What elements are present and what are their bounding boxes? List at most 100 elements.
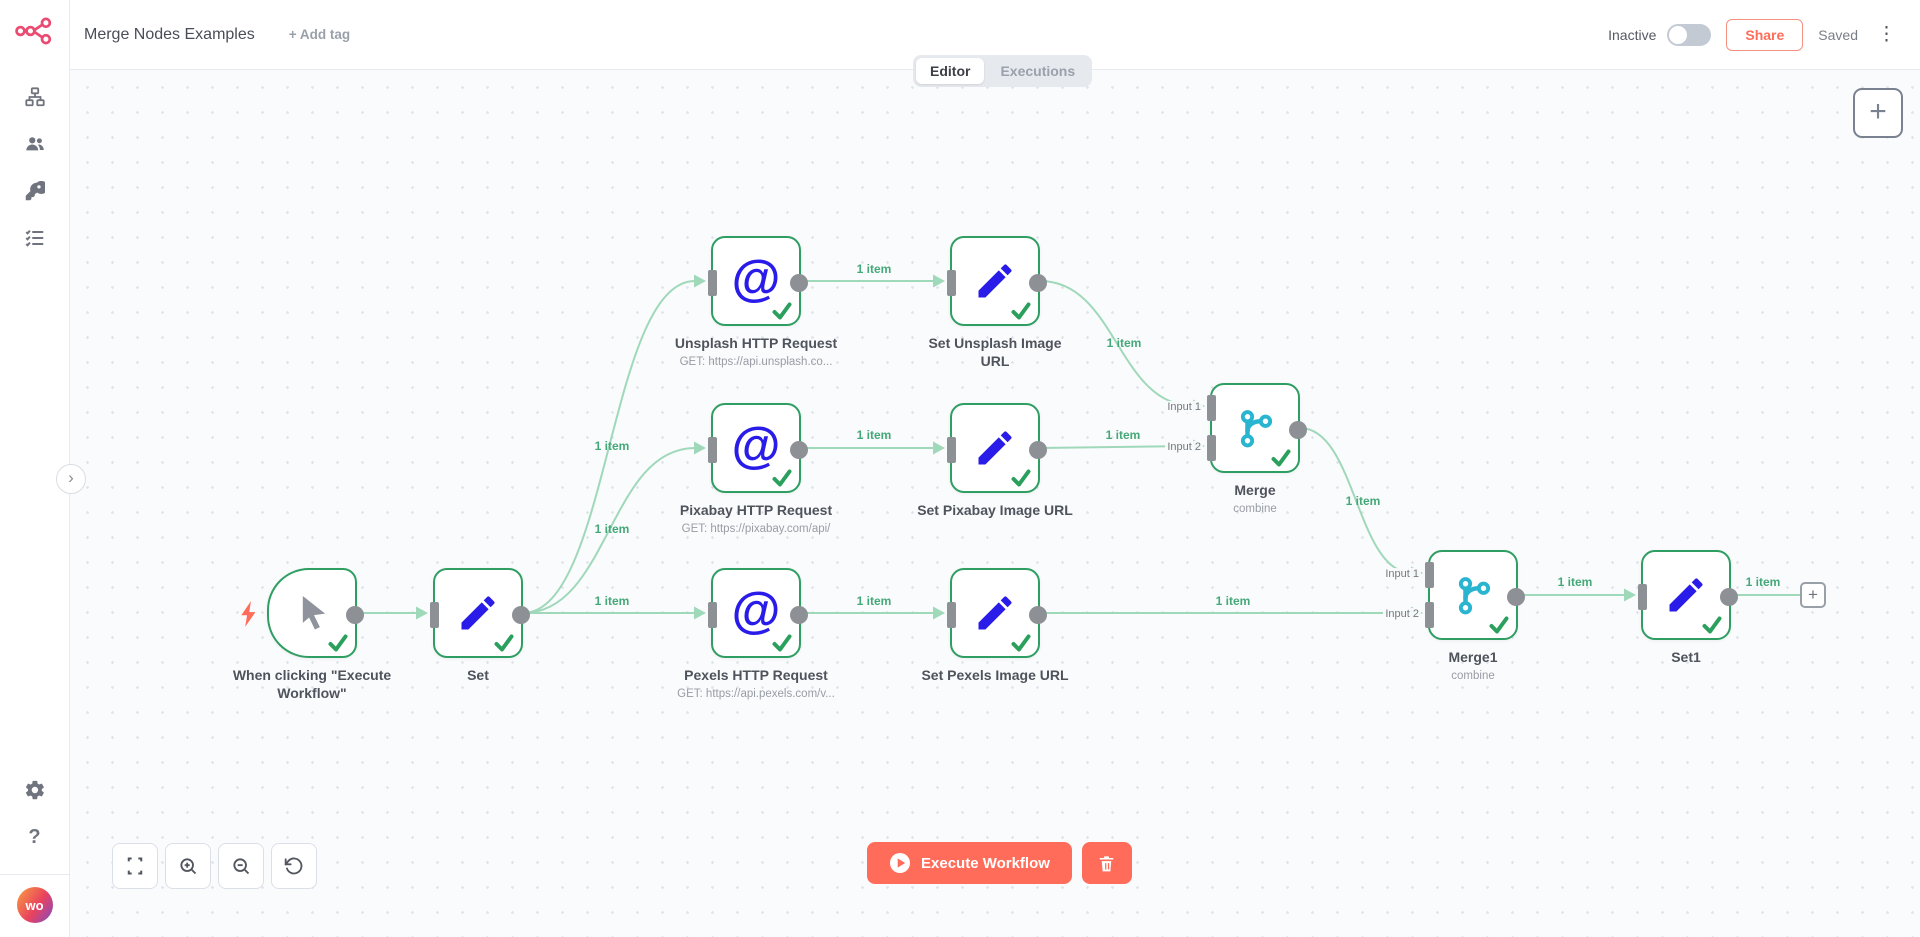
node-subtitle: GET: https://api.unsplash.co... [679, 355, 833, 368]
node-label-set: Set [467, 667, 489, 683]
canvas-controls [112, 843, 317, 889]
merge-icon [1240, 410, 1273, 448]
success-check-icon [1271, 449, 1291, 467]
add-next-node-button[interactable]: + [1800, 582, 1826, 608]
input-label: Input 1 [1165, 401, 1203, 413]
input-handle[interactable] [1425, 562, 1434, 588]
share-button[interactable]: Share [1726, 18, 1804, 51]
input-label: Input 2 [1165, 441, 1203, 453]
node-label-trigger: When clicking "Execute Workflow" [232, 667, 392, 701]
output-handle[interactable] [1507, 588, 1525, 606]
success-check-icon [1011, 302, 1031, 320]
output-handle[interactable] [790, 441, 808, 459]
input-handle[interactable] [1425, 602, 1434, 628]
input-handle[interactable] [1207, 435, 1216, 461]
input-handle[interactable] [947, 270, 956, 296]
fit-view-button[interactable] [112, 843, 158, 889]
output-handle[interactable] [346, 606, 364, 624]
sidebar-item-workflows[interactable] [15, 77, 55, 117]
pencil-icon [1669, 578, 1703, 612]
activation-status-label: Inactive [1608, 26, 1657, 43]
input-handle[interactable] [708, 602, 717, 628]
trigger-bolt-icon [241, 601, 256, 627]
view-tabs: Editor Executions [913, 55, 1093, 87]
sidebar-item-credentials[interactable] [15, 171, 55, 211]
delete-workflow-button[interactable] [1081, 842, 1132, 884]
output-handle[interactable] [1029, 441, 1047, 459]
at-sign-icon: @ [731, 582, 781, 638]
sidebar-item-users[interactable] [15, 124, 55, 164]
input-handle[interactable] [708, 437, 717, 463]
more-menu-button[interactable]: ⋮ [1873, 21, 1900, 48]
node-subtitle: GET: https://pixabay.com/api/ [681, 522, 831, 535]
zoom-in-button[interactable] [165, 843, 211, 889]
reset-zoom-icon [284, 857, 303, 875]
sidebar-item-templates[interactable] [15, 218, 55, 258]
success-check-icon [1011, 469, 1031, 487]
node-unsplash[interactable]: @ [708, 236, 808, 326]
node-merge[interactable]: Input 1 Input 2 [1165, 383, 1307, 473]
input-handle[interactable] [947, 437, 956, 463]
execute-workflow-button[interactable]: Execute Workflow [867, 842, 1072, 884]
output-handle[interactable] [790, 274, 808, 292]
node-subtitle: combine [1451, 669, 1495, 682]
pencil-icon [461, 596, 495, 630]
tab-executions[interactable]: Executions [986, 58, 1089, 84]
zoom-out-button[interactable] [218, 843, 264, 889]
input-handle[interactable] [708, 270, 717, 296]
user-avatar[interactable]: wo [16, 887, 53, 923]
node-label-set-pixabay: Set Pixabay Image URL [917, 502, 1073, 518]
success-check-icon [772, 469, 792, 487]
node-set-pixabay[interactable] [947, 403, 1047, 493]
node-subtitle: GET: https://api.pexels.com/v... [677, 687, 835, 700]
pencil-icon [978, 264, 1012, 298]
pencil-icon [978, 431, 1012, 465]
output-handle[interactable] [1029, 606, 1047, 624]
output-handle[interactable] [790, 606, 808, 624]
at-sign-icon: @ [731, 417, 781, 473]
add-node-button[interactable]: + [1853, 88, 1903, 138]
toggle-knob [1669, 25, 1688, 44]
output-handle[interactable] [1029, 274, 1047, 292]
node-set1[interactable] [1638, 550, 1738, 640]
help-icon[interactable]: ? [28, 825, 41, 848]
node-subtitle: combine [1233, 502, 1277, 515]
output-handle[interactable] [512, 606, 530, 624]
add-tag-button[interactable]: + Add tag [288, 27, 351, 42]
fit-view-icon [127, 857, 143, 875]
node-pexels[interactable]: @ [708, 568, 808, 658]
zoom-in-icon [180, 858, 197, 875]
node-set-unsplash[interactable] [947, 236, 1047, 326]
output-handle[interactable] [1720, 588, 1738, 606]
chevron-right-icon[interactable]: › [56, 464, 86, 494]
workflow-title[interactable]: Merge Nodes Examples [84, 25, 255, 43]
settings-gear-icon[interactable] [15, 770, 55, 810]
input-label: Input 1 [1383, 568, 1421, 580]
tab-editor[interactable]: Editor [916, 58, 985, 84]
merge-icon [1458, 577, 1491, 615]
node-set-pexels[interactable] [947, 568, 1047, 658]
activation-toggle[interactable] [1667, 23, 1712, 46]
execute-bar: Execute Workflow [867, 842, 1132, 884]
at-sign-icon: @ [731, 250, 781, 306]
success-check-icon [328, 634, 348, 652]
input-handle[interactable] [1207, 395, 1216, 421]
sidebar: ? wo [0, 0, 70, 937]
output-handle[interactable] [1289, 421, 1307, 439]
node-pixabay[interactable]: @ [708, 403, 808, 493]
n8n-logo-icon[interactable] [14, 16, 55, 51]
trash-icon [1100, 855, 1114, 871]
reset-zoom-button[interactable] [271, 843, 317, 889]
node-trigger[interactable] [241, 568, 364, 658]
input-handle[interactable] [947, 602, 956, 628]
input-handle[interactable] [1638, 584, 1647, 610]
node-set[interactable] [430, 568, 530, 658]
node-label-set-pexels: Set Pexels Image URL [921, 667, 1069, 683]
input-handle[interactable] [430, 602, 439, 628]
